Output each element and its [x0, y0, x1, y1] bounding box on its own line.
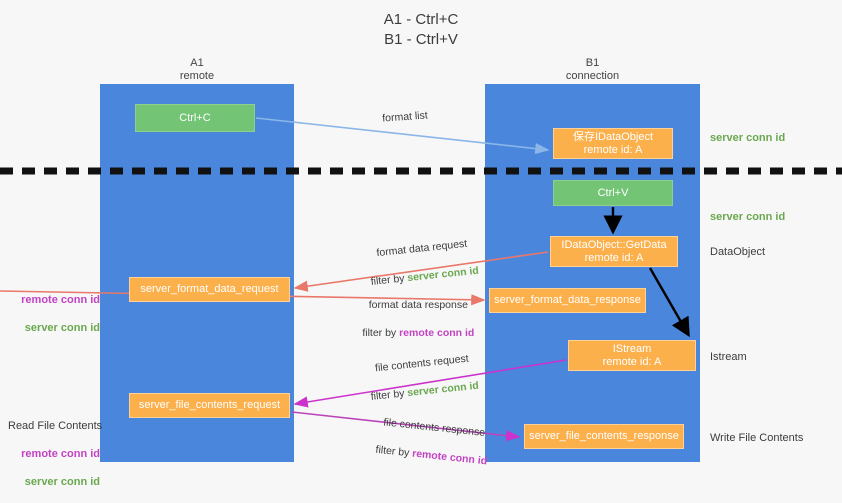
box-ctrl-c[interactable]: Ctrl+C: [135, 104, 255, 132]
annotation-server-conn-id-mid: server conn id: [710, 211, 786, 223]
annotation-write-file-contents: Write File Contents: [710, 432, 804, 444]
annotation-server-conn-id-lower: server conn id: [24, 476, 100, 488]
box-idataobject-getdata[interactable]: IDataObject::GetData remote id: A: [550, 236, 678, 267]
label-format-data-response-filter: filter by: [362, 327, 400, 339]
label-format-list: format list: [381, 109, 429, 125]
label-file-contents-response: file contents response filter by remote …: [349, 398, 505, 483]
box-server-file-contents-response[interactable]: server_file_contents_response: [524, 424, 684, 449]
box-server-file-contents-request[interactable]: server_file_contents_request: [129, 393, 290, 418]
box-ctrl-v[interactable]: Ctrl+V: [553, 180, 673, 206]
label-file-contents-response-filter-key: remote conn id: [411, 447, 488, 468]
annotation-remote-conn-id-lower: remote conn id: [21, 448, 100, 460]
annotation-server-conn-id-upper: server conn id: [24, 322, 100, 334]
label-file-contents-request-text: file contents request: [374, 352, 470, 375]
lane-b1-header: B1 connection: [565, 57, 620, 82]
label-file-contents-response-text: file contents response: [382, 416, 486, 439]
annotation-remote-conn-id-upper: remote conn id: [21, 294, 100, 306]
label-format-data-request-text: format data request: [375, 237, 468, 260]
label-format-data-request-filter-key: server conn id: [406, 264, 480, 285]
lane-a1-header: A1 remote: [179, 57, 215, 82]
box-idataobject[interactable]: 保存IDataObject remote id: A: [553, 128, 673, 159]
label-format-data-response-text: format data response: [368, 299, 468, 311]
annotation-read-file-contents: Read File Contents: [8, 420, 103, 432]
label-file-contents-request-filter-key: server conn id: [406, 379, 480, 400]
annotation-istream: Istream: [710, 351, 747, 363]
annotation-server-conn-id-top: server conn id: [710, 132, 786, 144]
label-file-contents-response-filter: filter by: [374, 443, 413, 460]
diagram-canvas: A1 - Ctrl+C B1 - Ctrl+V A1 remote B1 con…: [0, 11, 842, 488]
label-format-data-response-filter-key: remote conn id: [399, 327, 475, 339]
box-server-format-data-request[interactable]: server_format_data_request: [129, 277, 290, 302]
annotation-conn-ids-lower: Read File Contents remote conn id server…: [8, 391, 103, 503]
annotation-dataobject: DataObject: [710, 246, 766, 258]
box-server-format-data-response[interactable]: server_format_data_response: [489, 288, 646, 313]
box-istream[interactable]: IStream remote id: A: [568, 340, 696, 371]
diagram-title: A1 - Ctrl+C B1 - Ctrl+V: [383, 11, 459, 48]
label-format-data-response: format data response filter by remote co…: [330, 284, 495, 354]
annotation-conn-ids-upper: remote conn id server conn id: [8, 279, 100, 349]
